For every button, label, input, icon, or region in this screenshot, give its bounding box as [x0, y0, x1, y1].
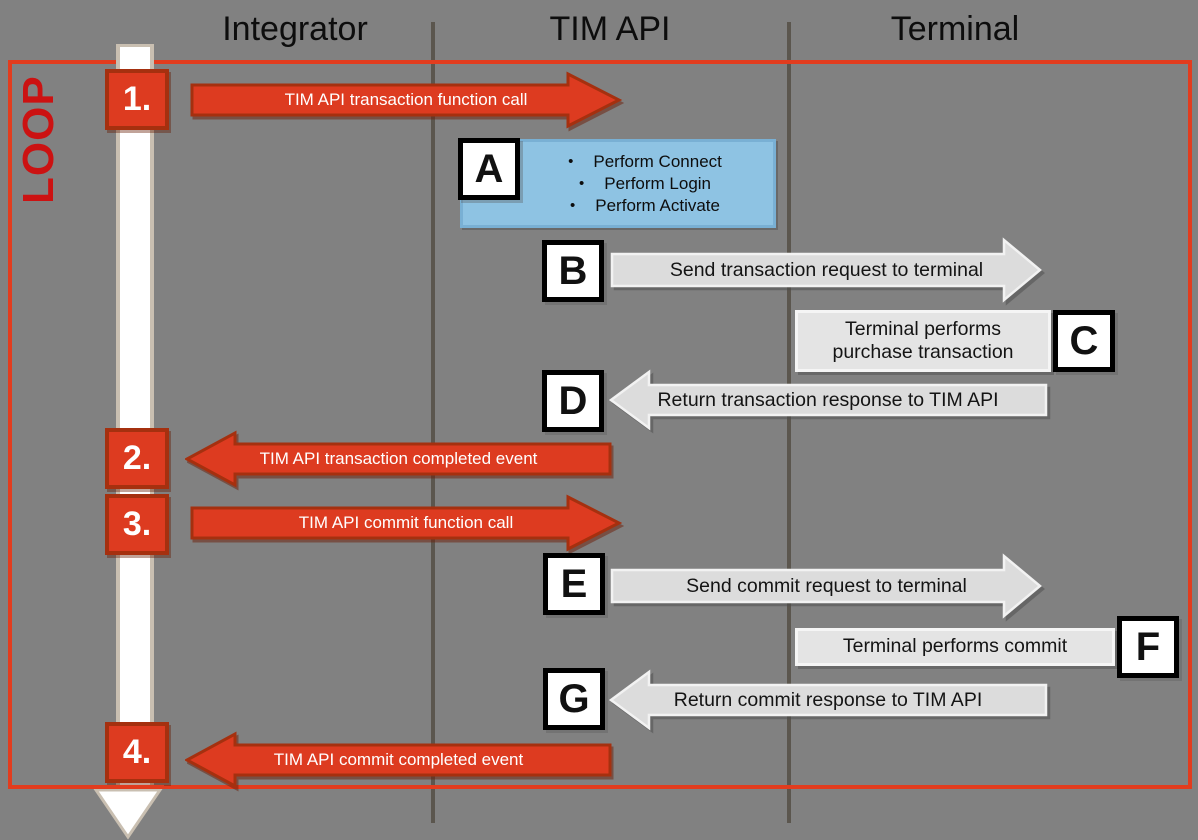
loop-label: LOOP	[14, 75, 63, 204]
loop-border-overlay	[92, 785, 164, 789]
step-number-4: 4.	[105, 722, 169, 783]
note-item-connect: Perform Connect	[593, 151, 722, 171]
timeline-arrowhead-icon	[93, 788, 163, 840]
note-item-login: Perform Login	[604, 173, 712, 193]
step-d-box: D	[542, 370, 604, 432]
step-4-arrow-label: TIM API commit completed event	[273, 750, 524, 769]
step-f-box: F	[1117, 616, 1179, 678]
step-1-arrow-label: TIM API transaction function call	[284, 90, 528, 109]
step-g-arrow-label: Return commit response to TIM API	[673, 688, 983, 711]
step-d-arrow: Return transaction response to TIM API	[608, 369, 1048, 431]
note-item-row: • Perform Login	[517, 173, 773, 195]
step-b-arrow-label: Send transaction request to terminal	[669, 258, 984, 281]
step-3-arrow: TIM API commit function call	[190, 494, 622, 552]
step-c-infobox: Terminal performs purchase transaction	[795, 310, 1051, 372]
bullet-icon: •	[570, 196, 576, 214]
step-e-arrow: Send commit request to terminal	[610, 553, 1043, 619]
step-b-box: B	[542, 240, 604, 302]
timeline-bar	[116, 44, 154, 792]
step-g-arrow: Return commit response to TIM API	[608, 669, 1048, 731]
lane-divider-1	[431, 22, 435, 823]
step-c-box: C	[1053, 310, 1115, 372]
loop-boundary	[8, 60, 1192, 789]
step-number-2: 2.	[105, 428, 169, 489]
step-number-1: 1.	[105, 69, 169, 130]
note-item-row: • Perform Activate	[517, 195, 773, 217]
bullet-icon: •	[568, 152, 574, 170]
step-2-arrow: TIM API transaction completed event	[185, 430, 612, 488]
step-b-arrow: Send transaction request to terminal	[610, 237, 1043, 303]
step-a-box: A	[458, 138, 520, 200]
step-g-box: G	[543, 668, 605, 730]
note-item-activate: Perform Activate	[595, 195, 720, 215]
lane-divider-2	[787, 22, 791, 823]
bullet-icon: •	[578, 174, 585, 192]
step-e-box: E	[543, 553, 605, 615]
step-2-arrow-label: TIM API transaction completed event	[259, 449, 538, 468]
step-d-arrow-label: Return transaction response to TIM API	[657, 388, 999, 411]
lane-header-tim-api: TIM API	[549, 10, 671, 48]
step-number-3: 3.	[105, 494, 169, 555]
lane-header-terminal: Terminal	[890, 10, 1020, 48]
step-3-arrow-label: TIM API commit function call	[298, 513, 514, 532]
step-1-arrow: TIM API transaction function call	[190, 71, 622, 129]
step-f-infobox: Terminal performs commit	[795, 628, 1115, 666]
note-item-row: • Perform Connect	[517, 151, 773, 173]
lane-header-integrator: Integrator	[222, 10, 368, 48]
step-e-arrow-label: Send commit request to terminal	[686, 574, 967, 597]
step-4-arrow: TIM API commit completed event	[185, 731, 612, 789]
